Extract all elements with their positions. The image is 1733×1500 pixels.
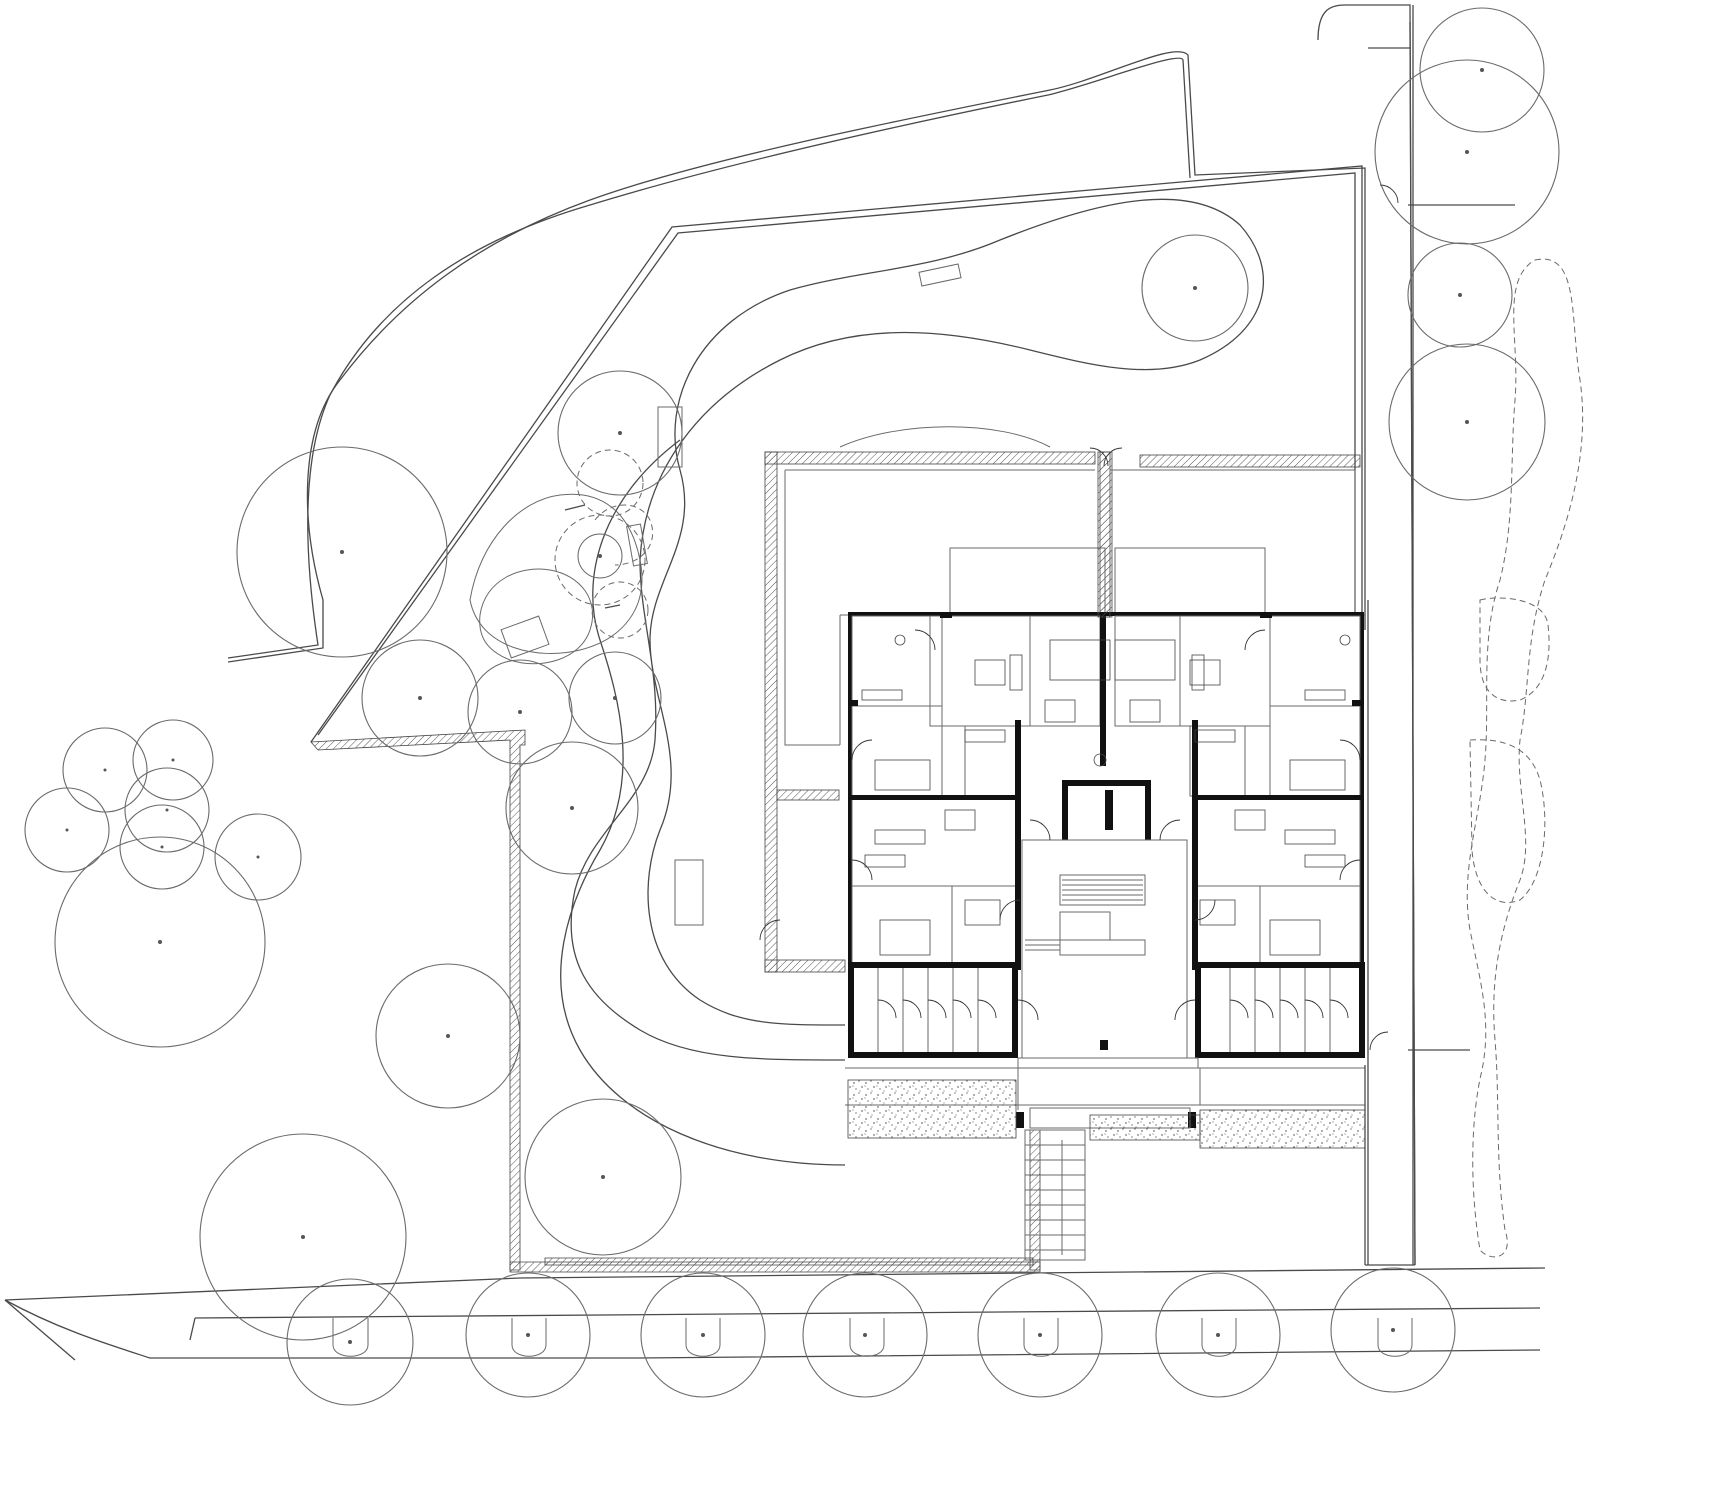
site-bench <box>657 406 683 468</box>
trees <box>24 7 1560 1406</box>
storage-cells-west <box>877 968 997 1052</box>
courtyard-walls <box>764 451 1361 973</box>
street <box>4 1267 1546 1361</box>
storage-cells-east <box>1229 968 1349 1052</box>
site-boundary <box>227 51 1366 743</box>
east-hedge <box>1466 258 1584 1258</box>
retaining-wall <box>310 729 1041 1273</box>
planting-bed-center <box>1089 1114 1201 1141</box>
external-stair <box>1024 1129 1086 1261</box>
apartment-building <box>759 184 1415 1266</box>
planting-bed-east <box>1199 1109 1366 1149</box>
east-access-road <box>1317 4 1515 1266</box>
garden-footpath <box>560 198 1265 1166</box>
site-bench <box>918 263 962 287</box>
stair-core <box>1021 839 1188 1059</box>
hedge-arc <box>839 426 1051 448</box>
playground <box>469 449 653 665</box>
planting-bed-west <box>847 1079 1017 1139</box>
furniture <box>861 634 1351 956</box>
doors <box>759 184 1399 1051</box>
site-bench <box>674 859 704 926</box>
